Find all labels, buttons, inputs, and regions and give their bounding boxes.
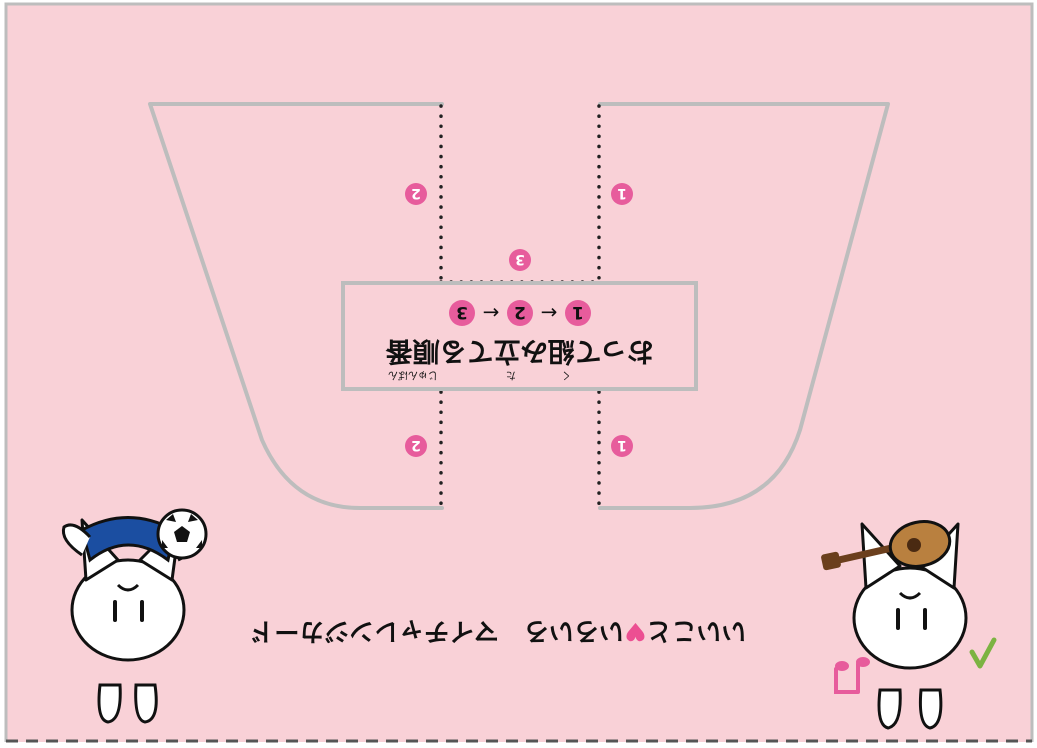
fold-badge-label: 2: [411, 437, 421, 453]
fold-badge-top-right: 1: [611, 183, 633, 205]
heart-icon: ♥: [624, 617, 646, 646]
order-step-label: 3: [456, 302, 468, 322]
card-title-text: いいこと♥いろいろ マイチャレンジカード: [249, 617, 746, 646]
fold-badge-bottom-right: 1: [611, 435, 633, 457]
card-title-part2: いろいろ マイチャレンジカード: [249, 617, 624, 646]
check-icon: [969, 637, 997, 669]
order-step-3: 3: [449, 300, 475, 326]
guitar-icon: [821, 520, 952, 571]
order-step-1: 1: [565, 300, 591, 326]
instruction-box: [341, 281, 698, 391]
ruby-ta: た: [506, 369, 516, 381]
card-frame: [4, 2, 1034, 742]
right-flap-outline: [598, 102, 890, 510]
order-step-2: 2: [507, 300, 533, 326]
ruby-ku: く: [561, 369, 571, 380]
cat-soccer-character-icon: [61, 516, 196, 724]
music-note-icon: [834, 657, 870, 694]
card-title-part1: いいこと: [647, 617, 747, 646]
card-title: いいこと♥いろいろ マイチャレンジカード: [249, 617, 746, 646]
left-flap-outline: [148, 102, 444, 510]
instruction-title: おって組み立てる順番: [385, 335, 655, 367]
soccer-ball-icon: [156, 508, 208, 560]
fold-badge-bottom-left: 2: [405, 435, 427, 457]
fold-badge-center: 3: [509, 249, 531, 271]
ruby-junban: じゅんばん: [388, 369, 438, 381]
fold-badge-label: 1: [617, 437, 627, 453]
order-arrow: ←: [541, 301, 558, 325]
order-step-label: 2: [514, 302, 526, 322]
fold-badge-label: 1: [617, 185, 627, 201]
fold-badge-top-left: 2: [405, 183, 427, 205]
fold-badge-label: 3: [515, 251, 525, 267]
fold-badge-label: 2: [411, 185, 421, 201]
order-step-label: 1: [572, 302, 584, 322]
instruction-content: 1 ← 2 ← 3 おって組み立てる順番 く た じゅんばん: [385, 300, 655, 381]
order-arrow: ←: [483, 301, 500, 325]
